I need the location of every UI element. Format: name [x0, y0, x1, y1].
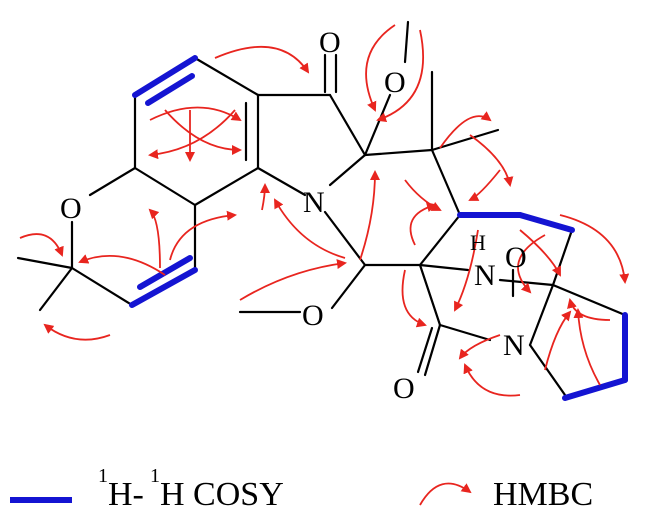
hmbc-arrow — [169, 210, 237, 261]
atom-o-lactam: O — [393, 372, 415, 405]
hmbc-arrow — [78, 254, 166, 276]
atom-n-lactam: N — [503, 329, 525, 362]
cosy-bond-pyran-inner — [137, 255, 193, 290]
atom-o-ketone: O — [319, 26, 341, 59]
hmbc-arrows — [19, 24, 630, 397]
hmbc-arrow — [376, 29, 424, 123]
cosy-bond-pyran — [129, 267, 198, 308]
legend-cosy-sup-1: 1 — [98, 465, 108, 487]
atom-h-amide: H — [470, 230, 486, 255]
hmbc-arrow — [409, 202, 437, 246]
atom-o-amide-top: O — [505, 241, 527, 274]
cosy-bond-aromatic-top-inner — [145, 73, 195, 106]
legend-cosy-h: H- — [108, 476, 144, 513]
hmbc-arrow — [149, 106, 242, 122]
atom-n-amide: N — [474, 259, 496, 292]
legend: 1 H- 1 H COSY HMBC — [10, 465, 593, 513]
hmbc-arrow — [454, 229, 479, 312]
hmbc-arrow — [468, 169, 501, 201]
atom-o-methoxy-bottom: O — [302, 299, 324, 332]
cosy-bond-pyrrolidine-2 — [562, 377, 628, 401]
hmbc-arrow — [469, 134, 514, 187]
hmbc-arrow — [214, 45, 310, 74]
hmbc-arrow — [148, 109, 236, 160]
cosy-bond-aromatic-top — [132, 55, 198, 98]
hmbc-arrow — [463, 363, 521, 397]
hmbc-arrow — [274, 198, 346, 259]
hmbc-arrow — [164, 109, 242, 155]
hmbc-arrow — [439, 111, 492, 149]
cosy-bond-ch2-2 — [517, 212, 575, 233]
molecule-skeleton — [16, 20, 627, 397]
atom-n-indole: N — [303, 186, 325, 219]
legend-hmbc-label: HMBC — [493, 476, 593, 513]
legend-cosy-sup-2: 1 — [150, 465, 160, 487]
hmbc-arrow — [43, 323, 111, 341]
hmbc-arrow — [559, 214, 630, 284]
hmbc-arrow — [365, 24, 396, 112]
legend-hmbc-swatch — [419, 482, 472, 506]
atom-o-methoxy-top: O — [384, 66, 406, 99]
hmbc-arrow — [239, 259, 347, 301]
hmbc-arrow — [359, 170, 380, 261]
hmbc-arrow — [19, 233, 64, 257]
hmbc-arrow — [567, 298, 611, 321]
legend-cosy-label: H COSY — [160, 476, 284, 513]
hmbc-arrow — [517, 234, 546, 294]
hmbc-arrow — [544, 310, 572, 371]
atom-labels: O O O N O H N O N O — [60, 26, 527, 405]
hmbc-arrow — [458, 334, 501, 360]
hmbc-arrow — [573, 308, 601, 386]
hmbc-arrow — [401, 269, 427, 328]
hmbc-arrow — [259, 183, 270, 211]
cosy-bonds — [129, 55, 628, 401]
hmbc-arrow — [148, 208, 161, 269]
atom-o-pyran: O — [60, 192, 82, 225]
hmbc-arrow — [519, 229, 561, 277]
